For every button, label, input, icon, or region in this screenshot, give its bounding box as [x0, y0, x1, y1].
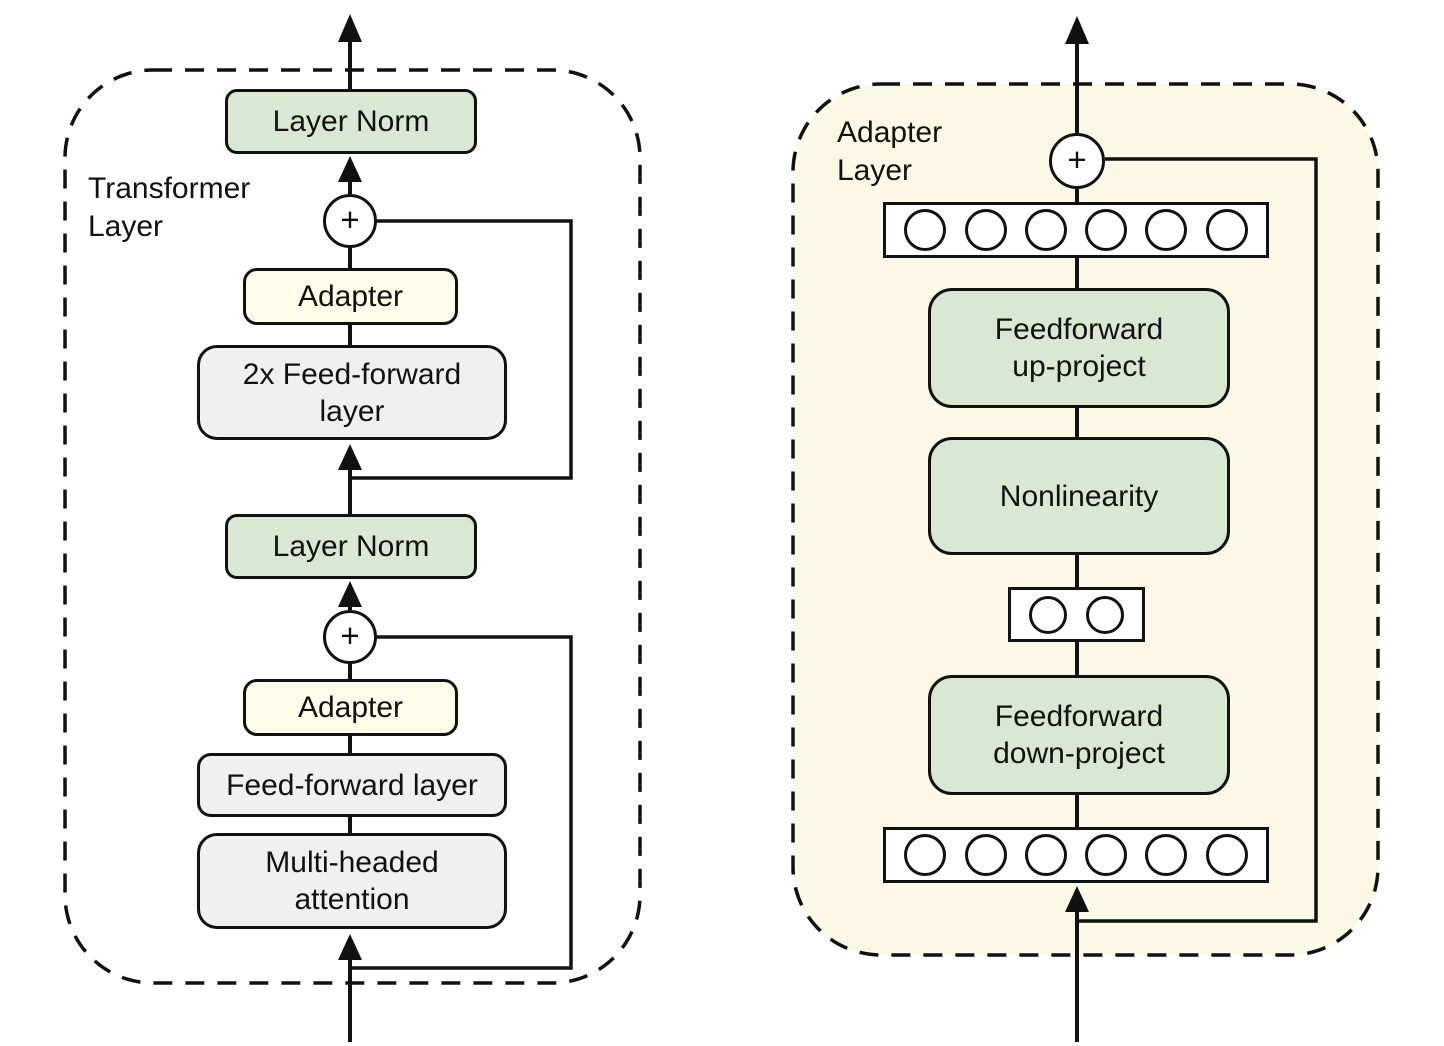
unit-circle — [1205, 834, 1248, 876]
unit-circle — [904, 834, 947, 876]
layer-norm-top-box: Layer Norm — [225, 89, 477, 154]
unit-circle — [1024, 209, 1067, 251]
unit-circle — [1145, 209, 1188, 251]
arrowhead-into-2x-feedforward — [338, 444, 362, 470]
bottleneck-feature-row — [1008, 587, 1145, 642]
adapter-bottom-box: Adapter — [243, 679, 458, 736]
unit-circle — [1205, 209, 1248, 251]
adapter-skip-wire — [1077, 157, 1318, 923]
unit-circle — [964, 209, 1007, 251]
arrowhead-into-bottom-feature-row — [1065, 886, 1089, 912]
adapter-layer-label: Adapter Layer — [837, 116, 943, 187]
unit-circle — [1024, 834, 1067, 876]
unit-circle — [1145, 834, 1188, 876]
unit-circle — [904, 209, 947, 251]
transformer-layer-label: Transformer Layer — [88, 172, 251, 243]
unit-circle — [1085, 209, 1128, 251]
transformer-layer-dashed-border — [63, 68, 642, 985]
left-upper-skip-wire — [350, 219, 573, 480]
left-skip-connections — [350, 219, 573, 970]
right-output-arrowhead — [1065, 16, 1089, 44]
unit-circle — [964, 834, 1007, 876]
feedforward-up-project-box: Feedforward up-project — [928, 288, 1230, 408]
feature-row-top — [883, 202, 1269, 258]
layer-norm-mid-box: Layer Norm — [225, 514, 477, 579]
unit-circle — [1085, 834, 1128, 876]
2x-feedforward-box: 2x Feed-forward layer — [197, 345, 507, 440]
arrowhead-into-layer-norm-mid — [338, 581, 362, 607]
left-lower-skip-wire — [350, 635, 573, 970]
adapter-residual-add-node: + — [1049, 133, 1105, 189]
feedforward-layer-box: Feed-forward layer — [197, 753, 507, 817]
arrowhead-into-mha — [338, 934, 362, 960]
arrowhead-into-layer-norm-top — [338, 156, 362, 182]
left-arrowheads — [338, 14, 362, 960]
feedforward-down-project-box: Feedforward down-project — [928, 675, 1230, 795]
unit-circle — [1029, 595, 1068, 634]
left-output-arrowhead — [338, 14, 362, 42]
nonlinearity-box: Nonlinearity — [928, 437, 1230, 555]
residual-add-bottom-node: + — [323, 610, 377, 664]
feature-row-bottom — [883, 827, 1269, 883]
unit-circle — [1085, 595, 1124, 634]
right-skip-connection — [1077, 157, 1318, 923]
right-arrowheads — [1065, 16, 1089, 912]
residual-add-top-node: + — [323, 194, 377, 248]
adapter-top-box: Adapter — [243, 268, 458, 325]
multi-headed-attention-box: Multi-headed attention — [197, 833, 507, 929]
